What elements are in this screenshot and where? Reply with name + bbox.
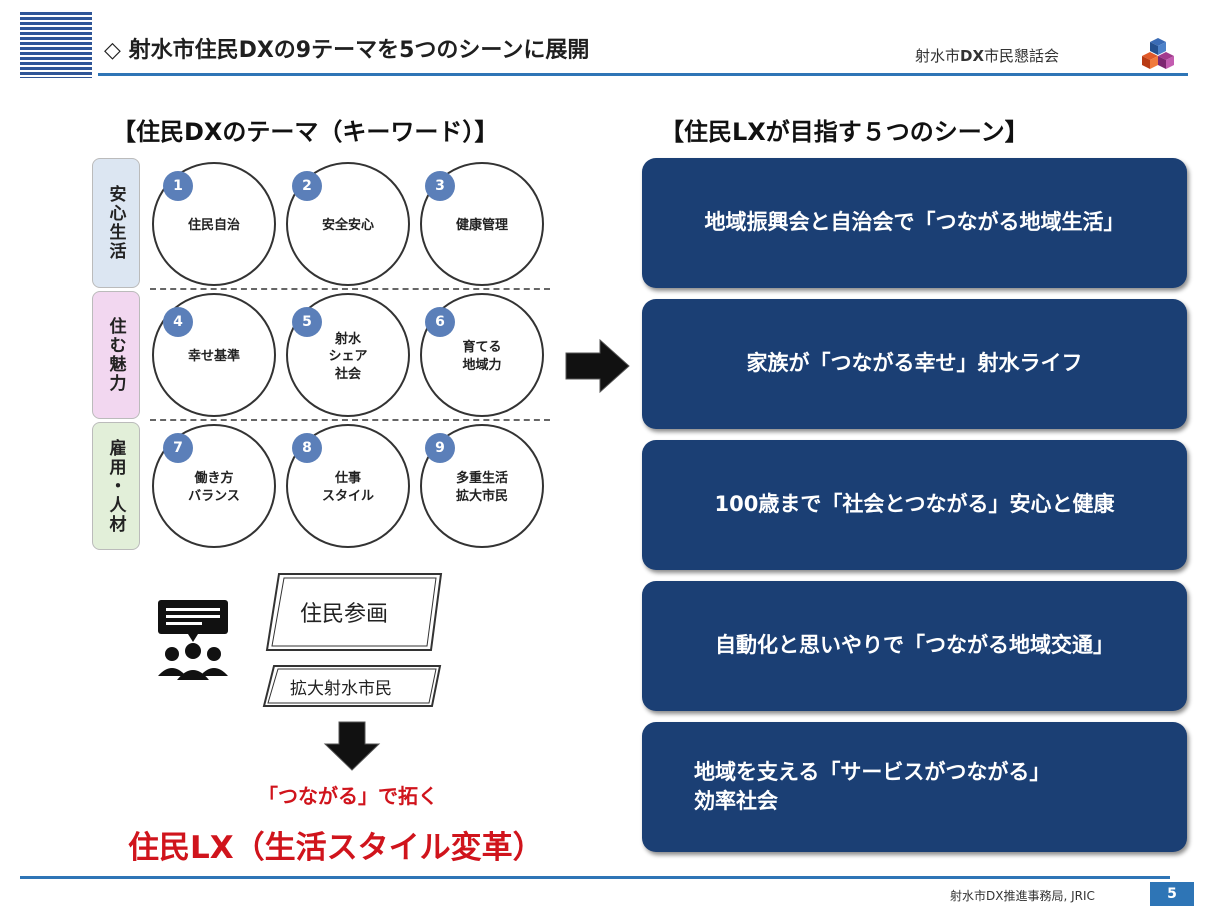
header-rule	[98, 73, 1188, 76]
page-number: 5	[1150, 882, 1194, 906]
theme-number-badge: 8	[292, 433, 322, 463]
extended-citizens-shape	[262, 665, 442, 707]
organization-name: 射水市DX市民懇話会	[915, 45, 1059, 66]
row-separator	[150, 419, 550, 421]
theme-number-badge: 7	[163, 433, 193, 463]
scene-box-2: 家族が「つながる幸せ」射水ライフ	[642, 299, 1187, 429]
footer-rule	[20, 876, 1170, 879]
conclusion-subtitle: 「つながる」で拓く	[258, 784, 438, 808]
theme-number-badge: 9	[425, 433, 455, 463]
themes-heading: 【住民DXのテーマ（キーワード）】	[112, 118, 499, 146]
theme-number-badge: 4	[163, 307, 193, 337]
theme-number-badge: 2	[292, 171, 322, 201]
conclusion-title: 住民LX（生活スタイル変革）	[128, 830, 544, 866]
footer-credit: 射水市DX推進事務局, JRIC	[950, 889, 1095, 903]
org-suffix: 市民懇話会	[984, 47, 1060, 65]
cube-logo-icon	[1142, 38, 1174, 69]
scene-box-3: 100歳まで「社会とつながる」安心と健康	[642, 440, 1187, 570]
scene-box-5: 地域を支える「サービスがつながる」 効率社会	[642, 722, 1187, 852]
resident-participation-shape	[265, 573, 443, 651]
theme-number-badge: 5	[292, 307, 322, 337]
category-label-living: 住む魅力	[92, 291, 140, 419]
category-label-safety: 安心生活	[92, 158, 140, 288]
scene-box-1: 地域振興会と自治会で「つながる地域生活」	[642, 158, 1187, 288]
people-discussion-icon	[158, 600, 228, 680]
page-title: ◇ 射水市住民DXの9テーマを5つのシーンに展開	[104, 38, 590, 63]
down-arrow-icon	[323, 721, 381, 771]
theme-number-badge: 6	[425, 307, 455, 337]
scenes-heading: 【住民LXが目指す５つのシーン】	[660, 118, 1029, 146]
resident-participation-label: 住民参画	[300, 602, 389, 627]
row-separator	[150, 288, 550, 290]
right-arrow-icon	[565, 338, 630, 394]
theme-number-badge: 3	[425, 171, 455, 201]
org-bold: DX	[960, 47, 985, 65]
theme-number-badge: 1	[163, 171, 193, 201]
scene-box-4: 自動化と思いやりで「つながる地域交通」	[642, 581, 1187, 711]
org-prefix: 射水市	[915, 47, 961, 65]
header-stripes	[20, 12, 92, 78]
extended-citizens-label: 拡大射水市民	[290, 679, 392, 699]
category-label-employment: 雇用・人材	[92, 422, 140, 550]
